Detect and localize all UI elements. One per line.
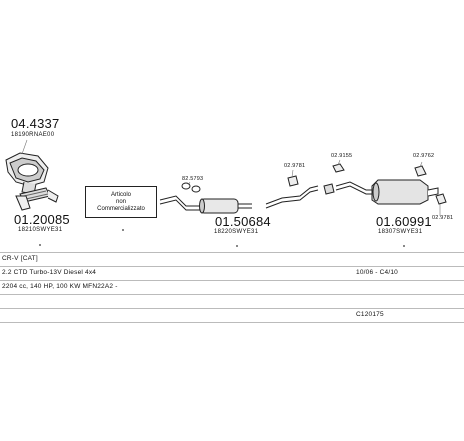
rear-muffler-part <box>371 179 439 205</box>
vehicle-engine: 2.2 CTD Turbo-13V Diesel 4x4 <box>2 269 97 276</box>
part-ref-1: 18210SWYE31 <box>18 227 63 233</box>
vehicle-engine-row: 2.2 CTD Turbo-13V Diesel 4x4 10/06 - C4/… <box>0 266 464 280</box>
table-rule <box>0 294 464 295</box>
catalog-row: C120175 <box>0 308 464 322</box>
part-ref-2: 18220SWYE31 <box>214 229 259 235</box>
part-code-3: 01.60991 <box>376 214 432 229</box>
middle-silencer-part <box>159 195 252 214</box>
part-ref-3: 18307SWYE31 <box>378 229 423 235</box>
catalog-code: C120175 <box>356 311 384 318</box>
part-code-2: 01.50684 <box>215 214 271 229</box>
table-rule <box>0 266 464 267</box>
notice-line-2: non <box>115 198 126 205</box>
callout-82-5793: 82.5793 <box>182 176 204 182</box>
header-part-ref: 18190RNAE00 <box>11 132 55 138</box>
callout-02-9781-a: 02.9781 <box>284 163 306 169</box>
front-pipe-part <box>15 187 59 211</box>
vehicle-dates: 10/06 - C4/10 <box>356 269 398 276</box>
table-rule <box>0 322 464 323</box>
reference-dots <box>39 229 405 247</box>
tailpipe-part <box>335 181 374 195</box>
vehicle-model-row: CR-V [CAT] <box>0 252 464 266</box>
empty-row <box>0 294 464 308</box>
hanger-part <box>287 163 447 205</box>
callout-02-9762: 02.9762 <box>413 153 435 159</box>
clamp-part <box>181 182 201 193</box>
notice-line-1: Articolo <box>110 191 131 198</box>
part-code-1: 01.20085 <box>14 212 70 227</box>
notice-line-3: Commercializzato <box>97 205 145 212</box>
callout-02-9781-b: 02.9781 <box>432 215 454 221</box>
table-rule <box>0 280 464 281</box>
leader-lines <box>21 139 441 216</box>
callout-02-9155: 02.9155 <box>331 153 353 159</box>
table-rule <box>0 252 464 253</box>
vehicle-model: CR-V [CAT] <box>2 255 38 262</box>
header-part-code: 04.4337 <box>11 116 60 131</box>
rear-pipe-part <box>265 185 319 209</box>
not-commercialized-box: Articolo non Commercializzato <box>85 186 157 218</box>
vehicle-spec-row: 2204 cc, 140 HP, 100 KW MFN22A2 - <box>0 280 464 294</box>
vehicle-spec: 2204 cc, 140 HP, 100 KW MFN22A2 - <box>2 283 118 290</box>
catalyst-part <box>5 152 49 195</box>
joint-part <box>323 183 335 195</box>
table-rule <box>0 308 464 309</box>
